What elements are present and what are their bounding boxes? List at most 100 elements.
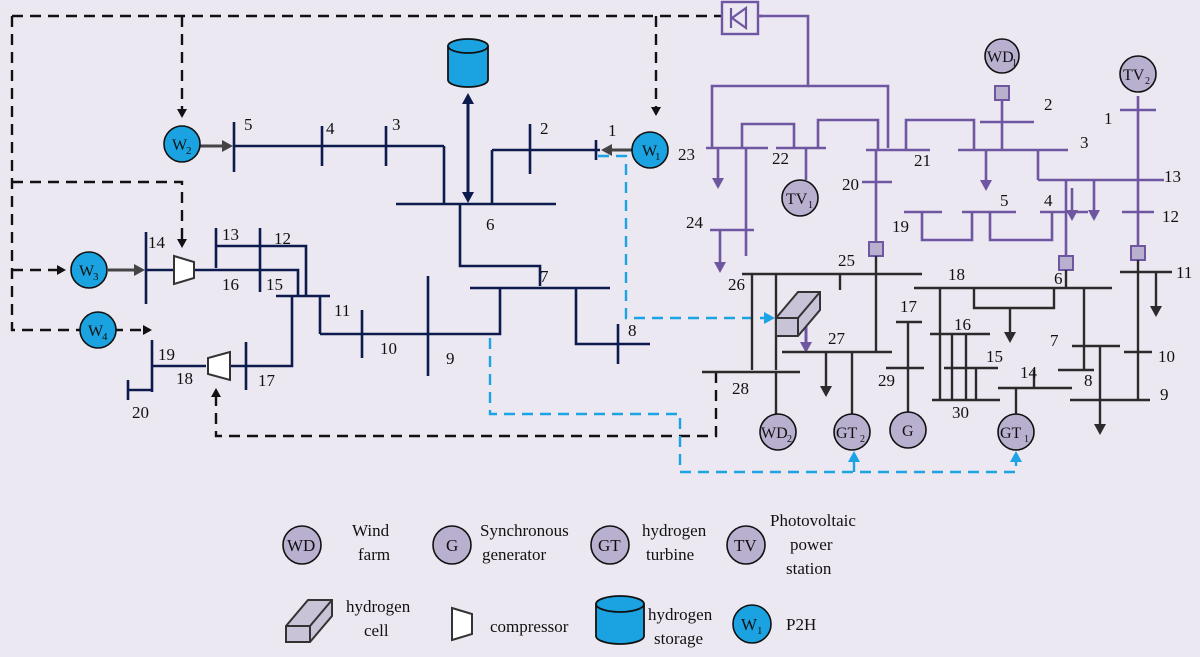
svg-text:5: 5 — [244, 115, 253, 134]
svg-text:18: 18 — [176, 369, 193, 388]
svg-text:28: 28 — [732, 379, 749, 398]
svg-text:1: 1 — [757, 625, 763, 637]
svg-text:Photovoltaic: Photovoltaic — [770, 511, 856, 530]
svg-text:GT: GT — [598, 536, 621, 555]
p2h-unit: W 3 — [70, 251, 108, 289]
svg-text:3: 3 — [93, 271, 99, 283]
svg-text:G: G — [446, 536, 458, 555]
svg-text:power: power — [790, 535, 833, 554]
svg-text:1: 1 — [1104, 109, 1113, 128]
svg-text:19: 19 — [892, 217, 909, 236]
svg-text:29: 29 — [878, 371, 895, 390]
svg-text:21: 21 — [914, 151, 931, 170]
svg-text:7: 7 — [540, 267, 549, 286]
compressor-icon — [173, 254, 195, 286]
hydrogen-storage-icon — [447, 38, 489, 88]
svg-text:16: 16 — [954, 315, 971, 334]
svg-text:4: 4 — [326, 119, 335, 138]
hydrogen-turbine-unit: GT 1 — [997, 413, 1035, 451]
svg-text:cell: cell — [364, 621, 389, 640]
svg-text:W: W — [79, 263, 95, 280]
svg-text:19: 19 — [158, 345, 175, 364]
svg-text:4: 4 — [1044, 191, 1053, 210]
hydrogen-cell-icon — [775, 291, 821, 337]
p2h-unit: W 2 — [163, 125, 201, 163]
wind-farm-unit: WD 1 — [984, 38, 1020, 74]
svg-text:22: 22 — [772, 149, 789, 168]
svg-text:GT: GT — [836, 425, 858, 442]
svg-text:W: W — [172, 137, 188, 154]
gas-network — [126, 93, 650, 400]
svg-text:3: 3 — [392, 115, 401, 134]
svg-text:hydrogen: hydrogen — [648, 605, 713, 624]
svg-text:hydrogen: hydrogen — [346, 597, 411, 616]
svg-text:W: W — [642, 143, 658, 160]
svg-text:15: 15 — [986, 347, 1003, 366]
legend-hydrogen-storage: hydrogen storage — [595, 595, 713, 648]
legend-hydrogen-turbine: GT hydrogen turbine — [590, 521, 707, 565]
svg-text:TV: TV — [1123, 67, 1145, 84]
svg-text:12: 12 — [1162, 207, 1179, 226]
svg-text:WD: WD — [287, 536, 315, 555]
legend-wind-farm: WD Wind farm — [282, 521, 390, 565]
svg-text:generator: generator — [482, 545, 547, 564]
svg-text:turbine: turbine — [646, 545, 694, 564]
svg-text:30: 30 — [952, 403, 969, 422]
p2h-unit: W 4 — [79, 311, 117, 349]
pv-station-unit: TV 2 — [1119, 55, 1157, 93]
power-node-labels: 1 2 3 4 5 6 7 8 9 10 11 12 13 14 15 16 1… — [678, 95, 1192, 422]
svg-text:P2H: P2H — [786, 615, 816, 634]
legend-compressor: compressor — [451, 606, 569, 642]
svg-text:Synchronous: Synchronous — [480, 521, 569, 540]
svg-text:1: 1 — [808, 200, 813, 211]
svg-text:1: 1 — [608, 121, 617, 140]
svg-text:15: 15 — [266, 275, 283, 294]
svg-text:18: 18 — [948, 265, 965, 284]
svg-text:Wind: Wind — [352, 521, 390, 540]
svg-text:8: 8 — [628, 321, 637, 340]
svg-text:2: 2 — [186, 145, 192, 157]
svg-text:2: 2 — [1145, 76, 1150, 87]
svg-text:9: 9 — [446, 349, 455, 368]
svg-text:1: 1 — [1024, 434, 1029, 445]
control-links — [10, 14, 762, 438]
svg-text:7: 7 — [1050, 331, 1059, 350]
wind-farm-unit: WD 2 — [759, 413, 797, 451]
hydrogen-flow-links — [488, 154, 1022, 474]
svg-text:W: W — [88, 323, 104, 340]
converter-icon — [720, 0, 760, 36]
svg-text:6: 6 — [486, 215, 495, 234]
svg-text:11: 11 — [1176, 263, 1192, 282]
svg-text:WD: WD — [987, 49, 1014, 66]
svg-text:3: 3 — [1080, 133, 1089, 152]
legend-p2h: W 1 P2H — [732, 604, 816, 644]
svg-text:20: 20 — [132, 403, 149, 422]
svg-text:10: 10 — [1158, 347, 1175, 366]
svg-text:23: 23 — [678, 145, 695, 164]
svg-text:10: 10 — [380, 339, 397, 358]
svg-text:compressor: compressor — [490, 617, 569, 636]
svg-text:2: 2 — [1044, 95, 1053, 114]
power-network-upper — [706, 14, 1164, 353]
svg-text:4: 4 — [102, 331, 108, 343]
gas-node-labels: 1 2 3 4 5 6 7 8 9 10 11 12 13 14 15 16 1… — [132, 115, 637, 422]
svg-text:27: 27 — [828, 329, 846, 348]
svg-text:TV: TV — [786, 191, 808, 208]
p2h-unit: W 1 — [631, 131, 669, 169]
svg-text:8: 8 — [1084, 371, 1093, 390]
legend-hydrogen-cell: hydrogen cell — [285, 597, 411, 643]
svg-text:2: 2 — [787, 434, 792, 445]
svg-text:storage: storage — [654, 629, 703, 648]
legend-pv-station: TV Photovoltaic power station — [726, 511, 856, 578]
svg-text:20: 20 — [842, 175, 859, 194]
svg-text:13: 13 — [1164, 167, 1181, 186]
svg-text:25: 25 — [838, 251, 855, 270]
svg-text:farm: farm — [358, 545, 390, 564]
svg-text:1: 1 — [655, 151, 661, 163]
svg-text:1: 1 — [1012, 58, 1017, 69]
legend-synchronous-generator: G Synchronous generator — [432, 521, 569, 565]
legend: WD Wind farm G Synchronous generator GT … — [282, 511, 856, 648]
svg-text:station: station — [786, 559, 832, 578]
svg-text:5: 5 — [1000, 191, 1009, 210]
